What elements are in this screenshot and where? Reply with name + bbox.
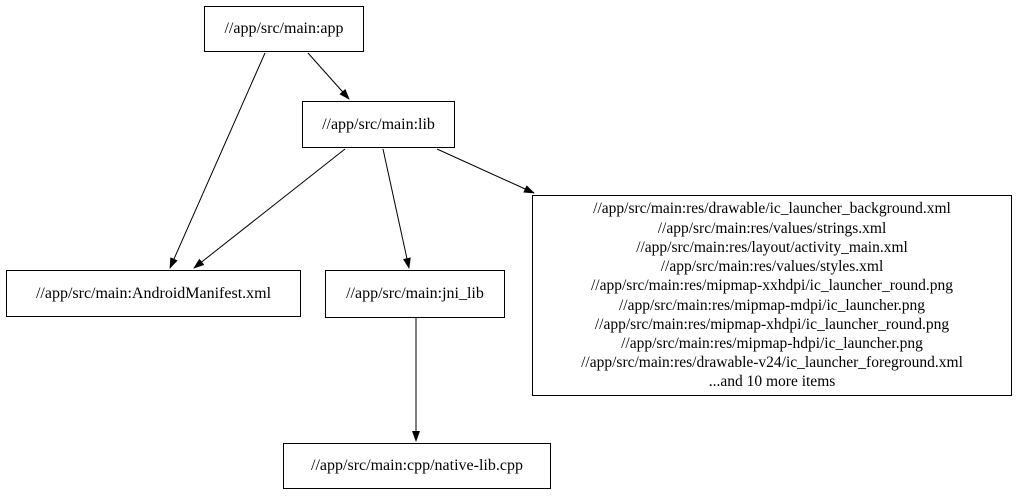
- node-jni-lib: //app/src/main:jni_lib: [325, 270, 505, 318]
- node-android-manifest: //app/src/main:AndroidManifest.xml: [6, 270, 301, 317]
- res-group-line: //app/src/main:res/drawable-v24/ic_launc…: [581, 354, 963, 372]
- node-lib-label: //app/src/main:lib: [322, 115, 435, 133]
- edge-app-to-lib: [307, 52, 350, 100]
- res-group-line: //app/src/main:res/layout/activity_main.…: [636, 238, 908, 256]
- res-group-line: //app/src/main:res/mipmap-hdpi/ic_launch…: [621, 334, 923, 352]
- node-cpp-native-lib-label: //app/src/main:cpp/native-lib.cpp: [311, 457, 523, 474]
- node-app: //app/src/main:app: [204, 6, 364, 52]
- node-app-label: //app/src/main:app: [224, 20, 344, 37]
- edge-lib-to-res-group: [436, 148, 535, 194]
- res-group-line: //app/src/main:res/drawable/ic_launcher_…: [593, 200, 951, 218]
- node-jni-lib-label: //app/src/main:jni_lib: [346, 285, 484, 302]
- res-group-line: //app/src/main:res/mipmap-xhdpi/ic_launc…: [594, 315, 950, 333]
- node-res-group: //app/src/main:res/drawable/ic_launcher_…: [532, 195, 1012, 396]
- edge-lib-to-android-manifest: [193, 148, 346, 269]
- node-android-manifest-label: //app/src/main:AndroidManifest.xml: [35, 284, 272, 302]
- res-group-more-items: ...and 10 more items: [708, 373, 836, 391]
- res-group-line: //app/src/main:res/values/styles.xml: [660, 258, 884, 276]
- res-group-line: //app/src/main:res/mipmap-xxhdpi/ic_laun…: [590, 277, 953, 295]
- res-group-line: //app/src/main:res/mipmap-mdpi/ic_launch…: [618, 296, 926, 314]
- node-cpp-native-lib: //app/src/main:cpp/native-lib.cpp: [283, 443, 551, 489]
- edge-lib-to-jni-lib: [382, 148, 411, 269]
- node-lib: //app/src/main:lib: [302, 101, 455, 148]
- edge-app-to-android-manifest: [169, 52, 266, 269]
- res-group-line: //app/src/main:res/values/strings.xml: [657, 219, 887, 237]
